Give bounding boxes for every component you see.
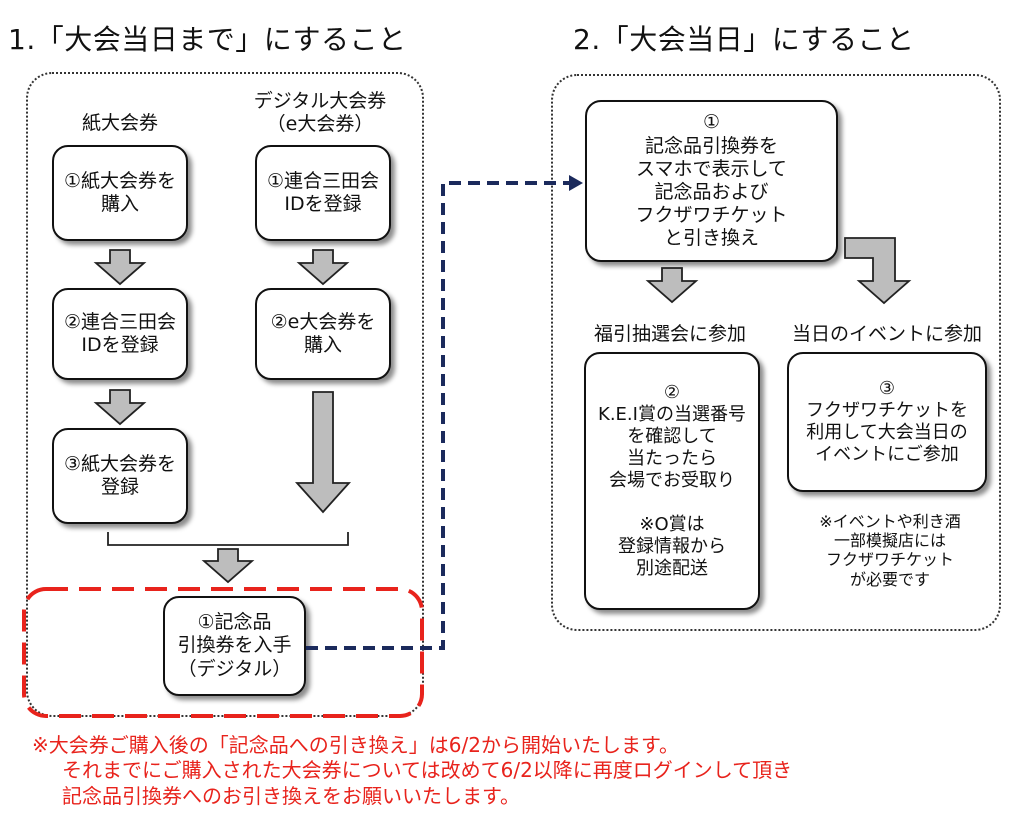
voucher-obtain-box: ①記念品 引換券を入手 （デジタル） [163, 596, 306, 696]
lottery-line-1: ② [663, 382, 681, 404]
voucher-obtain-line-1: ①記念品 [197, 611, 272, 634]
digital-step-1-box: ①連合三田会 IDを登録 [255, 145, 391, 241]
event-note-line-1: ※イベントや利き酒 [819, 512, 961, 531]
paper-step-1-box: ①紙大会券を 購入 [52, 145, 188, 241]
paper-step-1-line-2: 購入 [100, 193, 139, 215]
paper-ticket-header: 紙大会券 [81, 112, 158, 134]
digital-ticket-header: デジタル大会券 （e大会券） [230, 90, 410, 136]
footnote-line-1: ※大会券ご購入後の「記念品への引き換え」は6/2から開始いたします。 [32, 733, 679, 757]
event-note-line-3: フクザワチケット [825, 550, 954, 570]
event-line-3: 利用して大会当日の [806, 422, 968, 443]
lottery-line-4: 当たったら [627, 448, 717, 470]
footnote-line-3: 記念品引換券へのお引き換えをお願いいたします。 [62, 783, 520, 808]
digital-ticket-header-line-1: デジタル大会券 [253, 90, 387, 112]
event-line-1: ③ [878, 378, 896, 400]
paper-step-3-line-1: ③紙大会券を [63, 452, 177, 475]
digital-step-2-box: ②e大会券を 購入 [255, 288, 391, 380]
voucher-obtain-line-2: 引換券を入手 [177, 634, 292, 657]
paper-step-2-box: ②連合三田会 IDを登録 [52, 288, 188, 380]
digital-step-1-line-2: IDを登録 [284, 193, 362, 215]
lottery-line-8: 登録情報から [618, 535, 726, 557]
footnote: ※大会券ご購入後の「記念品への引き換え」は6/2から開始いたします。 それまでに… [32, 733, 792, 809]
lottery-line-9: 別途配送 [636, 557, 708, 579]
digital-ticket-header-line-2: （e大会券） [266, 113, 374, 136]
lottery-line-5: 会場でお受取り [609, 470, 735, 491]
exchange-box: ① 記念品引換券を スマホで表示して 記念品および フクザワチケット と引き換え [585, 100, 838, 262]
digital-step-2-line-2: 購入 [303, 334, 342, 356]
paper-step-2-line-1: ②連合三田会 [63, 310, 177, 333]
footnote-line-2: それまでにご購入された大会券については改めて6/2以降に再度ログインして頂き [62, 758, 793, 783]
paper-step-3-line-2: 登録 [100, 476, 139, 498]
event-line-2: フクザワチケットを [806, 400, 968, 422]
event-line-4: イベントにご参加 [815, 443, 959, 465]
lottery-line-3: を確認して [627, 426, 717, 448]
event-label: 当日のイベントに参加 [791, 323, 982, 345]
event-box: ③ フクザワチケットを 利用して大会当日の イベントにご参加 [787, 352, 987, 492]
event-note-line-2: 一部模擬店には [833, 531, 946, 551]
section-1-title: 1.「大会当日まで」にすること [8, 23, 407, 56]
exchange-line-6: と引き換え [663, 227, 759, 250]
lottery-line-7: ※O賞は [639, 513, 705, 535]
exchange-line-4: 記念品および [654, 181, 769, 203]
exchange-line-2: 記念品引換券を [644, 134, 778, 157]
section-2-title: 2.「大会当日」にすること [573, 23, 915, 56]
exchange-line-3: スマホで表示して [636, 157, 787, 180]
voucher-obtain-line-3: （デジタル） [177, 657, 292, 680]
lottery-box: ② K.E.I賞の当選番号 を確認して 当たったら 会場でお受取り ※O賞は 登… [584, 352, 760, 610]
digital-step-1-line-1: ①連合三田会 [266, 169, 380, 192]
paper-step-2-line-2: IDを登録 [81, 334, 159, 356]
event-note: ※イベントや利き酒 一部模擬店には フクザワチケット が必要です [800, 512, 980, 589]
digital-step-2-line-1: ②e大会券を [270, 310, 376, 333]
paper-step-3-box: ③紙大会券を 登録 [52, 428, 188, 524]
lottery-line-2: K.E.I賞の当選番号 [598, 404, 746, 426]
exchange-line-1: ① [702, 111, 721, 134]
paper-step-1-line-1: ①紙大会券を [63, 169, 177, 192]
exchange-line-5: フクザワチケット [635, 204, 788, 227]
lottery-label: 福引抽選会に参加 [593, 323, 746, 345]
event-note-line-4: が必要です [849, 569, 930, 589]
